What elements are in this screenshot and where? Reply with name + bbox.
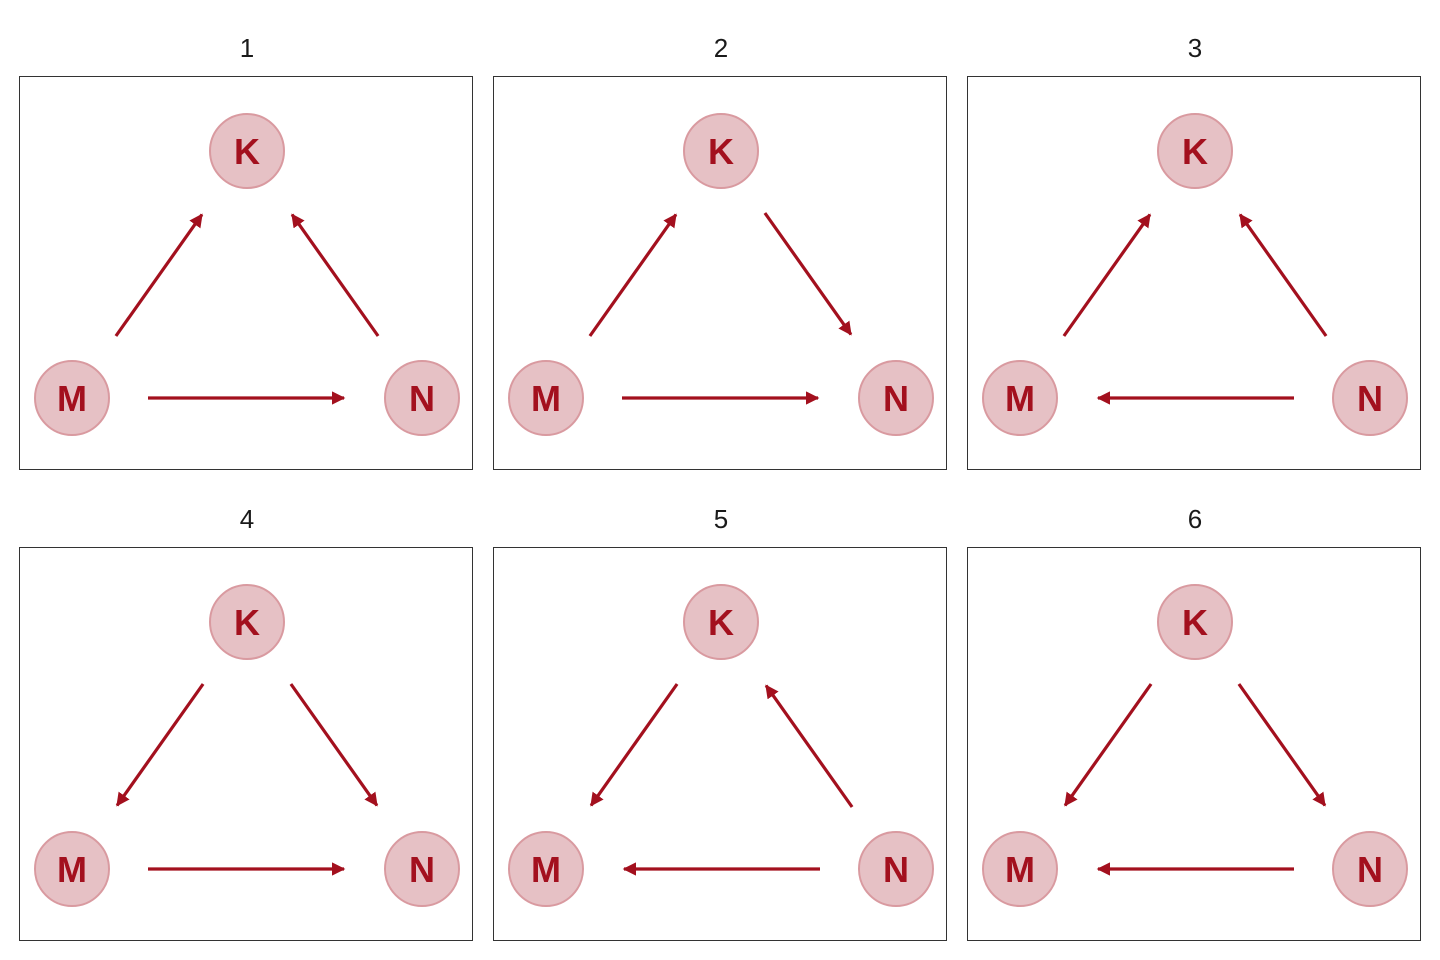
node-M: M xyxy=(34,360,110,436)
dag-diagram: K M N xyxy=(982,113,1408,436)
node-K: K xyxy=(1157,584,1233,660)
arrow-N-to-K xyxy=(290,213,380,337)
diagram-frame: K M N xyxy=(493,76,947,470)
node-label: N xyxy=(883,378,909,419)
node-circle xyxy=(683,113,759,189)
node-N: N xyxy=(384,831,460,907)
node-label: K xyxy=(234,602,260,643)
node-circle xyxy=(1157,584,1233,660)
arrow-K-to-M xyxy=(589,683,679,807)
arrow-K-to-N xyxy=(289,683,379,807)
node-label: M xyxy=(57,378,87,419)
node-label: N xyxy=(409,378,435,419)
node-label: K xyxy=(1182,602,1208,643)
node-label: K xyxy=(708,602,734,643)
arrow-K-to-M xyxy=(1063,683,1153,807)
panel-title: 5 xyxy=(713,504,729,534)
node-circle xyxy=(858,831,934,907)
panel-title: 4 xyxy=(239,504,255,534)
node-K: K xyxy=(683,113,759,189)
arrow-M-to-K xyxy=(1062,213,1152,337)
node-label: K xyxy=(234,131,260,172)
arrow-K-to-M xyxy=(115,683,205,807)
node-K: K xyxy=(209,584,285,660)
node-circle xyxy=(209,584,285,660)
node-circle xyxy=(858,360,934,436)
node-label: K xyxy=(708,131,734,172)
panel-2: 2 K M N xyxy=(493,28,949,470)
node-circle xyxy=(1157,113,1233,189)
node-circle xyxy=(508,360,584,436)
dag-diagram: K M N xyxy=(34,584,460,907)
panel-6: 6 K M N xyxy=(967,499,1423,941)
node-K: K xyxy=(683,584,759,660)
node-N: N xyxy=(1332,831,1408,907)
panel-4: 4 K M N xyxy=(19,499,475,941)
dag-diagram: K M N xyxy=(508,113,934,436)
node-circle xyxy=(34,831,110,907)
node-M: M xyxy=(508,360,584,436)
node-label: N xyxy=(883,849,909,890)
arrow-M-to-K xyxy=(114,213,204,337)
node-N: N xyxy=(858,831,934,907)
panel-3: 3 K M N xyxy=(967,28,1423,470)
node-label: M xyxy=(1005,849,1035,890)
arrow-N-to-K xyxy=(1238,213,1328,337)
node-circle xyxy=(683,584,759,660)
diagram-frame: K M N xyxy=(493,547,947,941)
node-label: K xyxy=(1182,131,1208,172)
node-N: N xyxy=(858,360,934,436)
dag-diagram: K M N xyxy=(982,584,1408,907)
node-circle xyxy=(508,831,584,907)
panel-title: 1 xyxy=(239,33,255,63)
node-N: N xyxy=(384,360,460,436)
panel-title: 6 xyxy=(1187,504,1203,534)
node-label: M xyxy=(57,849,87,890)
node-label: N xyxy=(1357,378,1383,419)
arrow-N-to-K xyxy=(764,684,854,808)
node-circle xyxy=(1332,360,1408,436)
diagram-frame: K M N xyxy=(19,547,473,941)
node-M: M xyxy=(508,831,584,907)
arrow-K-to-N xyxy=(763,212,853,336)
node-N: N xyxy=(1332,360,1408,436)
panel-title: 2 xyxy=(713,33,729,63)
node-circle xyxy=(384,831,460,907)
node-label: N xyxy=(409,849,435,890)
node-label: M xyxy=(531,378,561,419)
node-circle xyxy=(1332,831,1408,907)
node-M: M xyxy=(982,831,1058,907)
node-circle xyxy=(982,360,1058,436)
panel-1: 1 K M N xyxy=(19,28,475,470)
node-label: M xyxy=(1005,378,1035,419)
diagram-frame: K M N xyxy=(967,547,1421,941)
arrow-K-to-N xyxy=(1237,683,1327,807)
arrow-M-to-K xyxy=(588,213,678,337)
node-circle xyxy=(982,831,1058,907)
node-circle xyxy=(209,113,285,189)
node-M: M xyxy=(34,831,110,907)
diagram-frame: K M N xyxy=(967,76,1421,470)
node-circle xyxy=(384,360,460,436)
node-circle xyxy=(34,360,110,436)
node-K: K xyxy=(1157,113,1233,189)
dag-diagram: K M N xyxy=(508,584,934,907)
node-label: N xyxy=(1357,849,1383,890)
node-K: K xyxy=(209,113,285,189)
diagram-frame: K M N xyxy=(19,76,473,470)
node-label: M xyxy=(531,849,561,890)
node-M: M xyxy=(982,360,1058,436)
panel-title: 3 xyxy=(1187,33,1203,63)
dag-diagram: K M N xyxy=(34,113,460,436)
panel-5: 5 K M N xyxy=(493,499,949,941)
